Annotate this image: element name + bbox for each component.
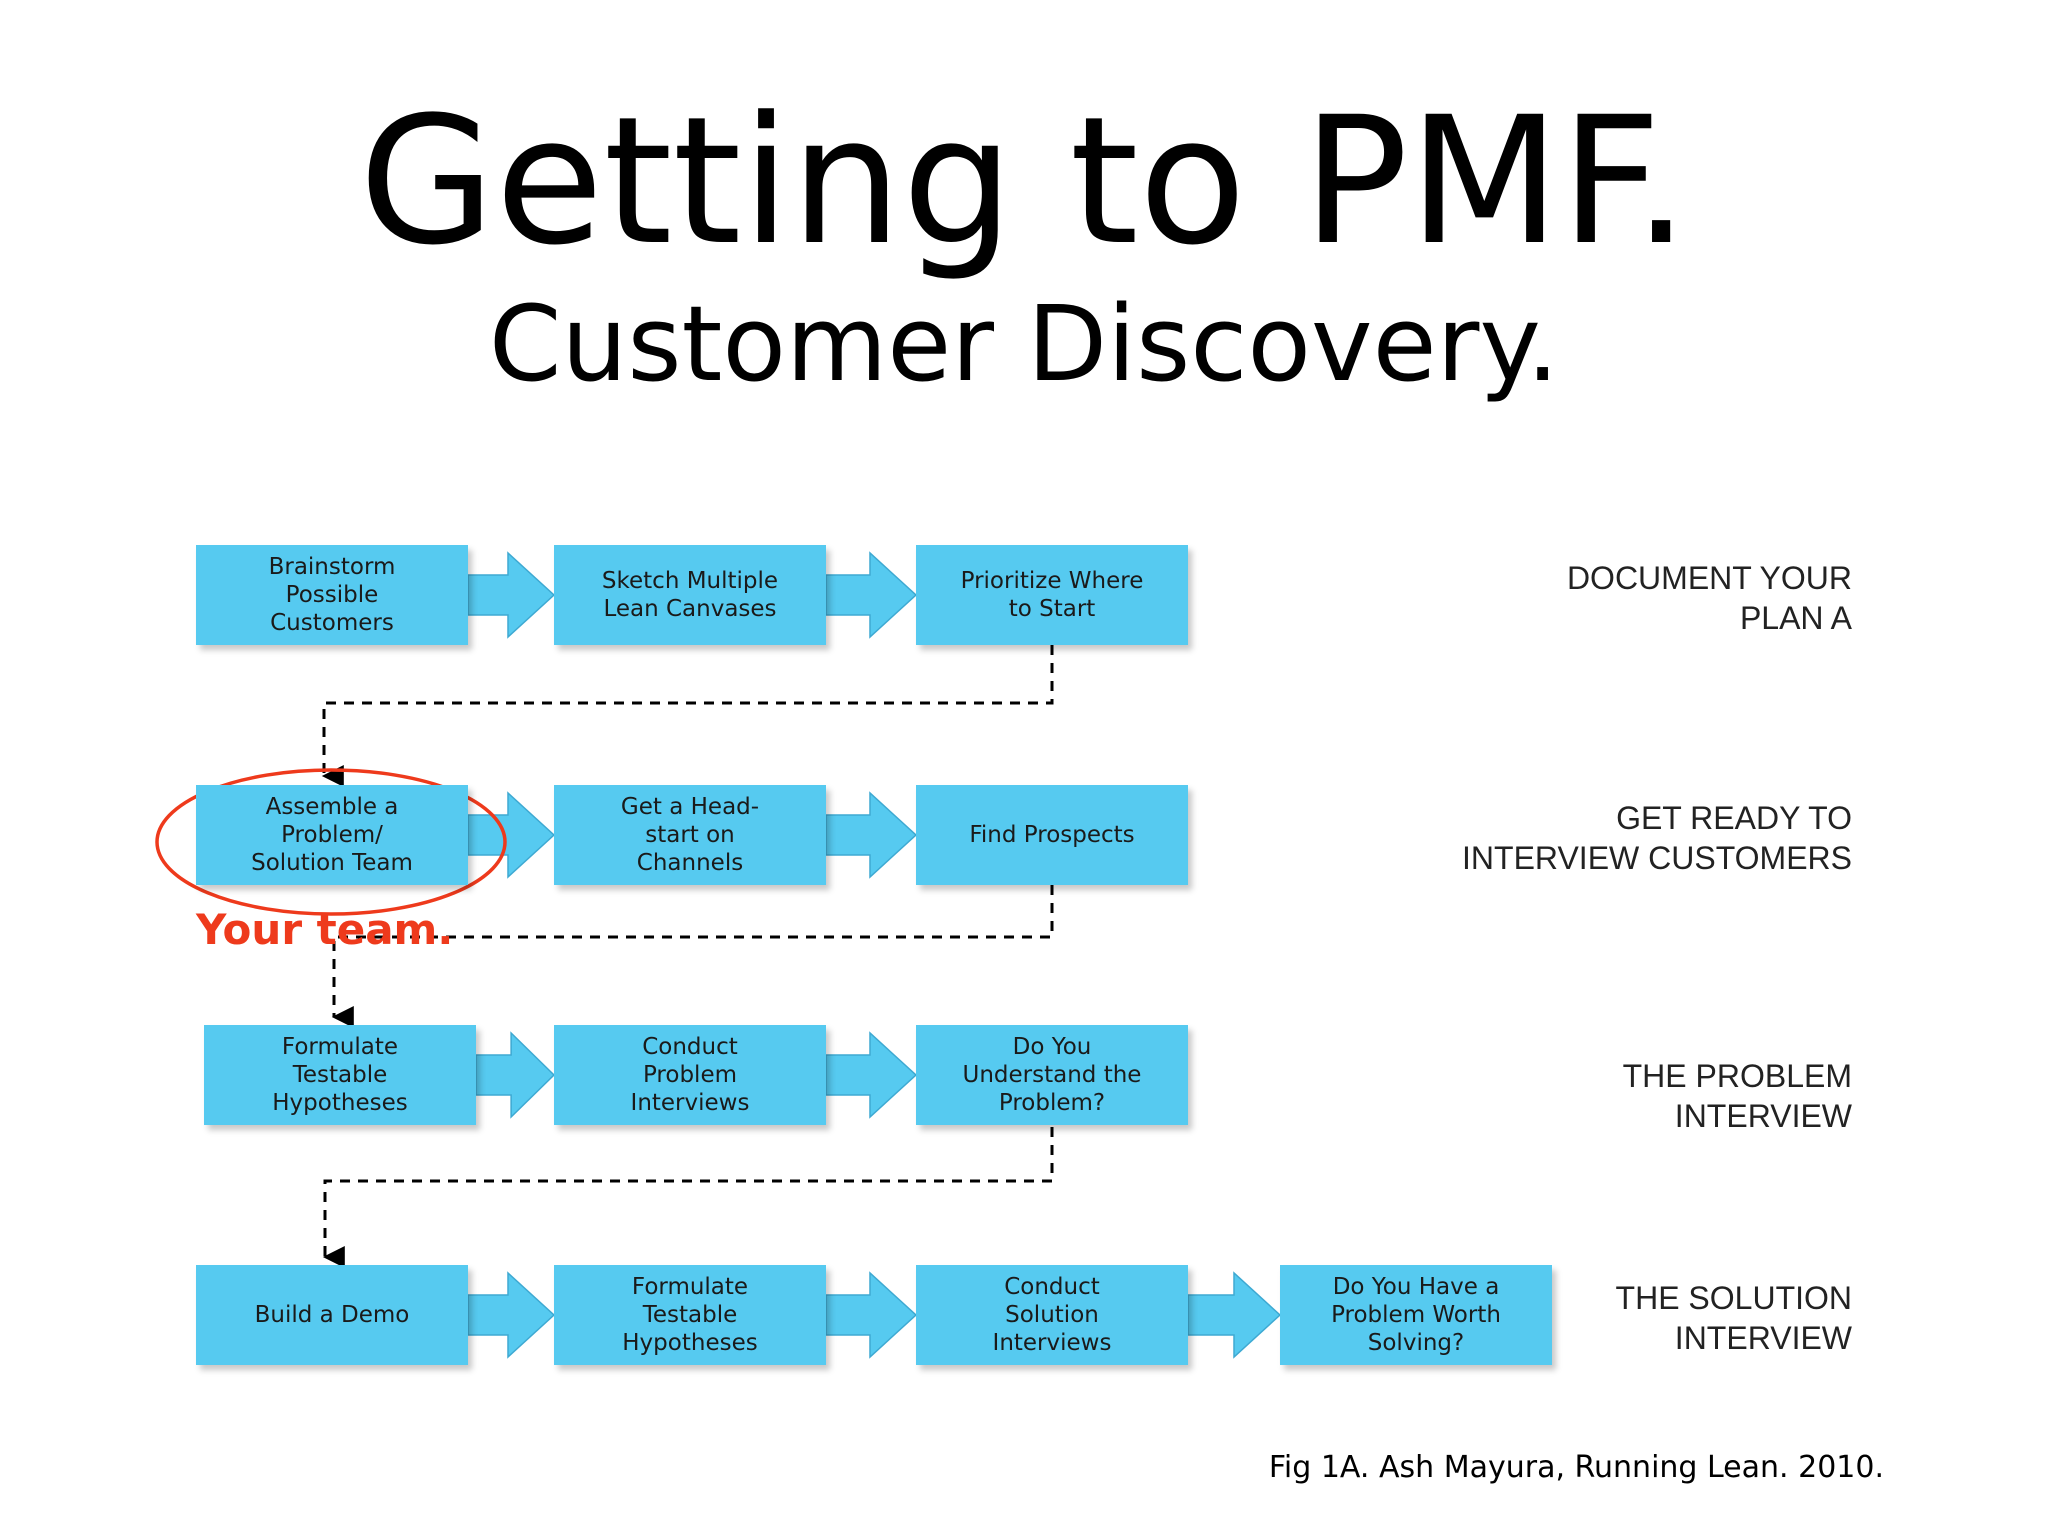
step-label: Conduct Problem Interviews xyxy=(630,1034,750,1116)
stage-label-solution-interview: THE SOLUTION INTERVIEW xyxy=(1615,1280,1852,1356)
step-label: Conduct Solution Interviews xyxy=(992,1274,1112,1356)
step-sketch-multiple-lean-canvases: Sketch Multiple Lean Canvases xyxy=(554,545,826,645)
step-conduct-problem-interviews: Conduct Problem Interviews xyxy=(554,1025,826,1125)
step-build-a-demo: Build a Demo xyxy=(196,1265,468,1365)
flow-arrow-row2-1 xyxy=(467,791,556,879)
step-label: Formulate Testable Hypotheses xyxy=(622,1274,758,1356)
step-conduct-solution-interviews: Conduct Solution Interviews xyxy=(916,1265,1188,1365)
flow-arrow-row4-3 xyxy=(1187,1271,1282,1359)
step-label: Assemble a Problem/ Solution Team xyxy=(251,794,413,876)
step-do-you-have-problem-worth-solving: Do You Have a Problem Worth Solving? xyxy=(1280,1265,1552,1365)
step-formulate-testable-hypotheses-solution: Formulate Testable Hypotheses xyxy=(554,1265,826,1365)
step-label: Get a Head- start on Channels xyxy=(620,794,760,876)
stage-label-document-plan-a: DOCUMENT YOUR PLAN A xyxy=(1566,560,1852,636)
step-assemble-problem-solution-team: Assemble a Problem/ Solution Team xyxy=(196,785,468,885)
figure-caption: Fig 1A. Ash Mayura, Running Lean. 2010. xyxy=(1268,1450,1884,1485)
step-prioritize-where-to-start: Prioritize Where to Start xyxy=(916,545,1188,645)
stage-label-get-ready-to-interview: GET READY TO INTERVIEW CUSTOMERS xyxy=(1462,800,1852,876)
slide-title: Getting to PMF. xyxy=(358,79,1690,284)
flow-arrow-row3-1 xyxy=(475,1031,556,1119)
step-formulate-testable-hypotheses-problem: Formulate Testable Hypotheses xyxy=(204,1025,476,1125)
step-label: Find Prospects xyxy=(969,822,1135,848)
connector-row1-row2 xyxy=(321,645,1054,787)
step-do-you-understand-the-problem: Do You Understand the Problem? xyxy=(916,1025,1188,1125)
step-get-head-start-on-channels: Get a Head- start on Channels xyxy=(554,785,826,885)
step-label: Do You Have a Problem Worth Solving? xyxy=(1331,1274,1501,1356)
highlight-ellipse xyxy=(155,768,507,916)
step-label: Prioritize Where to Start xyxy=(960,568,1144,622)
step-label: Build a Demo xyxy=(254,1302,410,1328)
slide-subtitle: Customer Discovery. xyxy=(488,283,1560,405)
flow-arrow-row4-2 xyxy=(825,1271,918,1359)
stage-label-problem-interview: THE PROBLEM INTERVIEW xyxy=(1622,1058,1852,1134)
flow-arrow-row2-2 xyxy=(825,791,918,879)
flow-arrow-row4-1 xyxy=(467,1271,556,1359)
connector-row2-row3 xyxy=(331,885,1054,1028)
step-brainstorm-possible-customers: Brainstorm Possible Customers xyxy=(196,545,468,645)
flow-arrow-row3-2 xyxy=(825,1031,918,1119)
your-team-annotation: Your team. xyxy=(196,905,454,954)
step-label: Formulate Testable Hypotheses xyxy=(272,1034,408,1116)
step-label: Brainstorm Possible Customers xyxy=(268,554,396,636)
flow-arrow-row1-2 xyxy=(825,551,918,639)
connector-row3-row4 xyxy=(322,1127,1054,1268)
step-find-prospects: Find Prospects xyxy=(916,785,1188,885)
step-label: Do You Understand the Problem? xyxy=(962,1034,1142,1116)
flow-arrow-row1-1 xyxy=(467,551,556,639)
step-label: Sketch Multiple Lean Canvases xyxy=(601,568,779,622)
